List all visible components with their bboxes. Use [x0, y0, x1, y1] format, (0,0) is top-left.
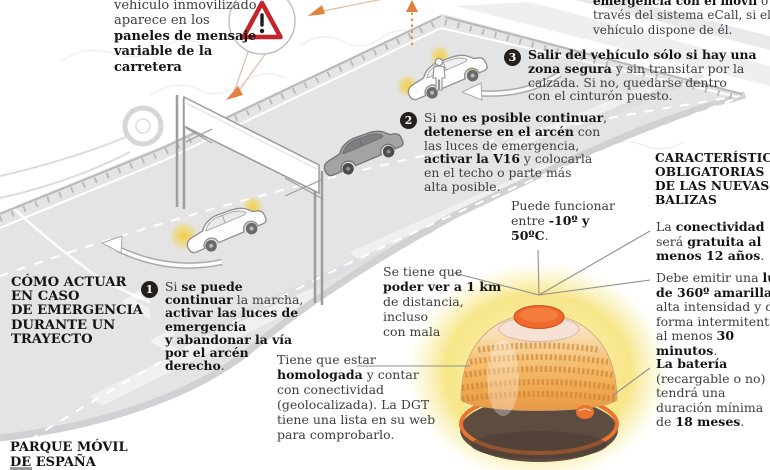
beacon-logo	[576, 405, 594, 419]
arrowhead-to-sign	[226, 86, 243, 100]
highway-road	[0, 0, 770, 442]
roundabout	[0, 105, 164, 199]
v16-beacon-illustration	[378, 238, 698, 470]
exit-arrow	[100, 235, 223, 269]
person-figure	[432, 57, 446, 91]
step-2-text: Si no es posible continuar,detenerse en …	[424, 110, 608, 194]
ecall-note: emergencia con el móvil o através del si…	[593, 0, 770, 37]
message-pointer-lines	[226, 0, 382, 100]
car-continuing	[186, 207, 267, 254]
guardrails	[0, 15, 743, 222]
arrowhead-signal	[308, 5, 325, 16]
features-header: CARACTERÍSTICASOBLIGATORIASDE LAS NUEVAS…	[655, 151, 770, 207]
step-1-marker: 1	[141, 281, 158, 298]
beacon-leader-lines	[357, 230, 651, 397]
step-3-marker: 3	[504, 49, 521, 66]
credit-underline	[10, 467, 32, 470]
signal-up-arrow	[406, 0, 418, 45]
step-2-marker: 2	[400, 112, 417, 129]
car-passing	[323, 130, 404, 177]
pullover-arrow	[460, 71, 562, 101]
feature-light: Debe emitir una luzde 360º amarilla, dea…	[656, 270, 770, 358]
variable-message-sign	[175, 95, 324, 305]
warning-triangle-icon	[228, 0, 296, 55]
